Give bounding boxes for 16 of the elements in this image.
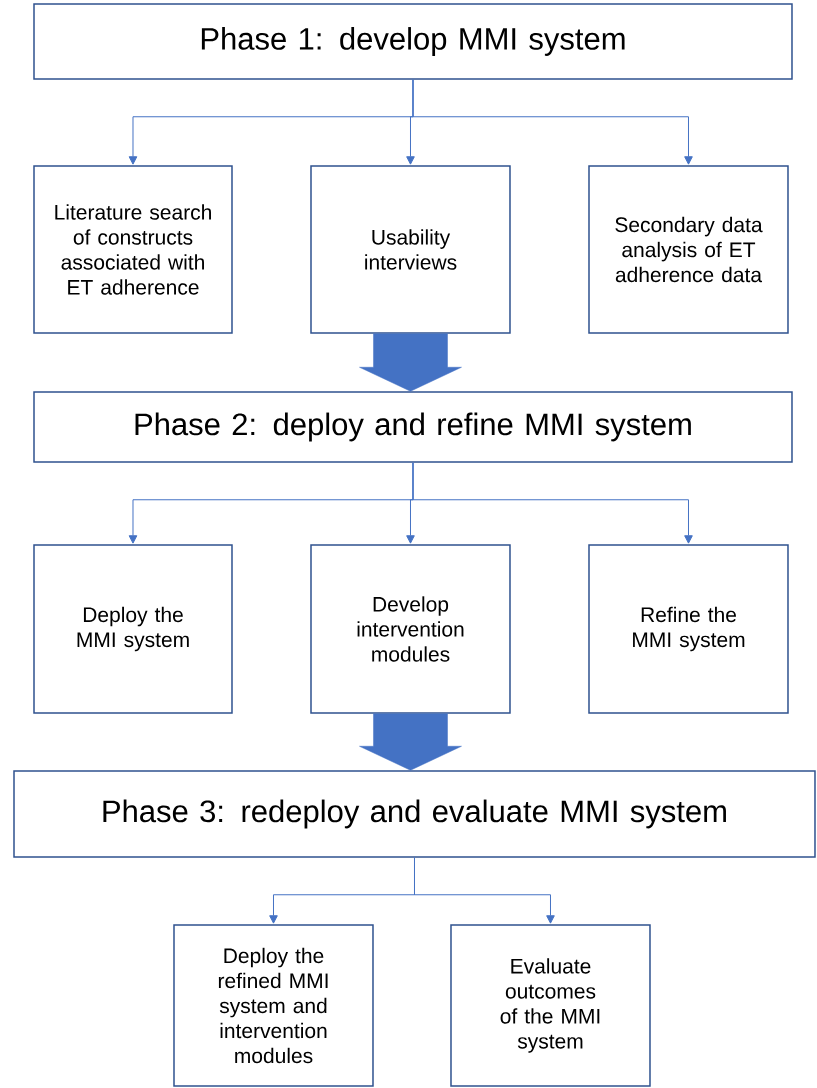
step-box: Literature search of constructs associated with ET adherence <box>33 165 233 334</box>
arrow <box>412 79 693 165</box>
arrow <box>412 462 693 544</box>
arrow <box>414 857 555 924</box>
block-arrow <box>359 333 462 392</box>
step-box: Usability interviews <box>310 165 511 334</box>
step-box: Deploy the refined MMI system and intervention modules <box>173 924 374 1087</box>
phase-box: Phase 2: deploy and refine MMI system <box>33 391 793 463</box>
step-box: Refine the MMI system <box>588 544 789 714</box>
step-box: Deploy the MMI system <box>33 544 233 714</box>
phase-box: Phase 1: develop MMI system <box>33 3 793 80</box>
phase-box: Phase 3: redeploy and evaluate MMI system <box>13 770 816 858</box>
step-box: Develop intervention modules <box>310 544 511 714</box>
step-box: Secondary data analysis of ET adherence data <box>588 165 789 334</box>
step-box: Evaluate outcomes of the MMI system <box>450 924 651 1087</box>
block-arrow <box>359 713 462 771</box>
